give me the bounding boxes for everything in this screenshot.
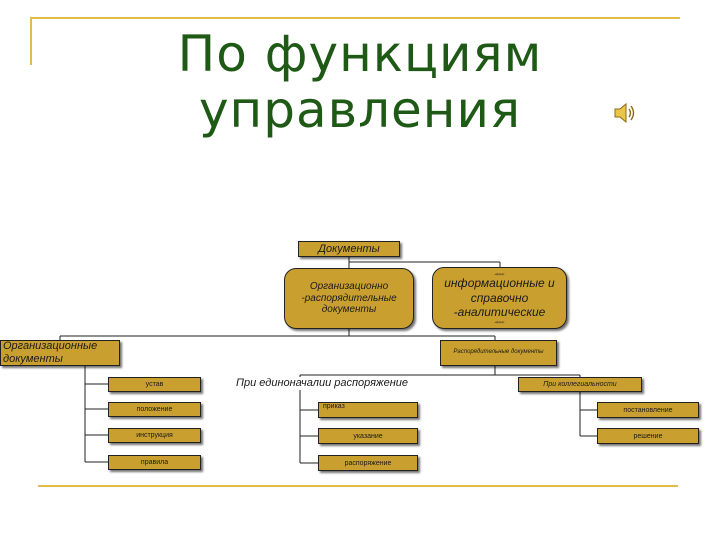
sole-item-instruction: указание	[318, 428, 418, 444]
box-collegial: При коллегиальности	[518, 377, 642, 392]
sole-item-order: приказ	[318, 402, 418, 418]
sole-item-directive: распоряжение	[318, 455, 418, 471]
decor-line-bottom	[38, 485, 678, 487]
collegial-item-decision: решение	[597, 428, 699, 444]
info-ref-small-top: нфрмр	[494, 272, 505, 277]
info-ref-small-bottom: нфрмр	[494, 319, 505, 324]
box-information-reference: нфрмр информационные и справочно -аналит…	[432, 267, 567, 329]
page-title: По функциям управления	[150, 26, 570, 138]
collegial-item-resolution: постановление	[597, 402, 699, 418]
speaker-icon[interactable]	[612, 100, 638, 126]
decor-line-top	[30, 17, 680, 19]
label-sole-authority: При единоначалии распоряжение	[236, 377, 408, 390]
box-organizational-administrative: Организационно -распорядительные докумен…	[284, 268, 414, 329]
org-item-rules: правила	[108, 455, 201, 470]
box-administrative-documents: Распорядительные документы	[440, 340, 557, 366]
org-item-regulation: положение	[108, 402, 201, 417]
box-documents: Документы	[298, 241, 400, 257]
title-line-2: управления	[198, 81, 522, 139]
box-organizational-documents: Организационные документы	[0, 340, 120, 366]
org-item-instruction: инструкция	[108, 428, 201, 443]
title-line-1: По функциям	[177, 25, 543, 83]
org-item-charter: устав	[108, 377, 201, 392]
decor-line-left	[30, 17, 32, 65]
